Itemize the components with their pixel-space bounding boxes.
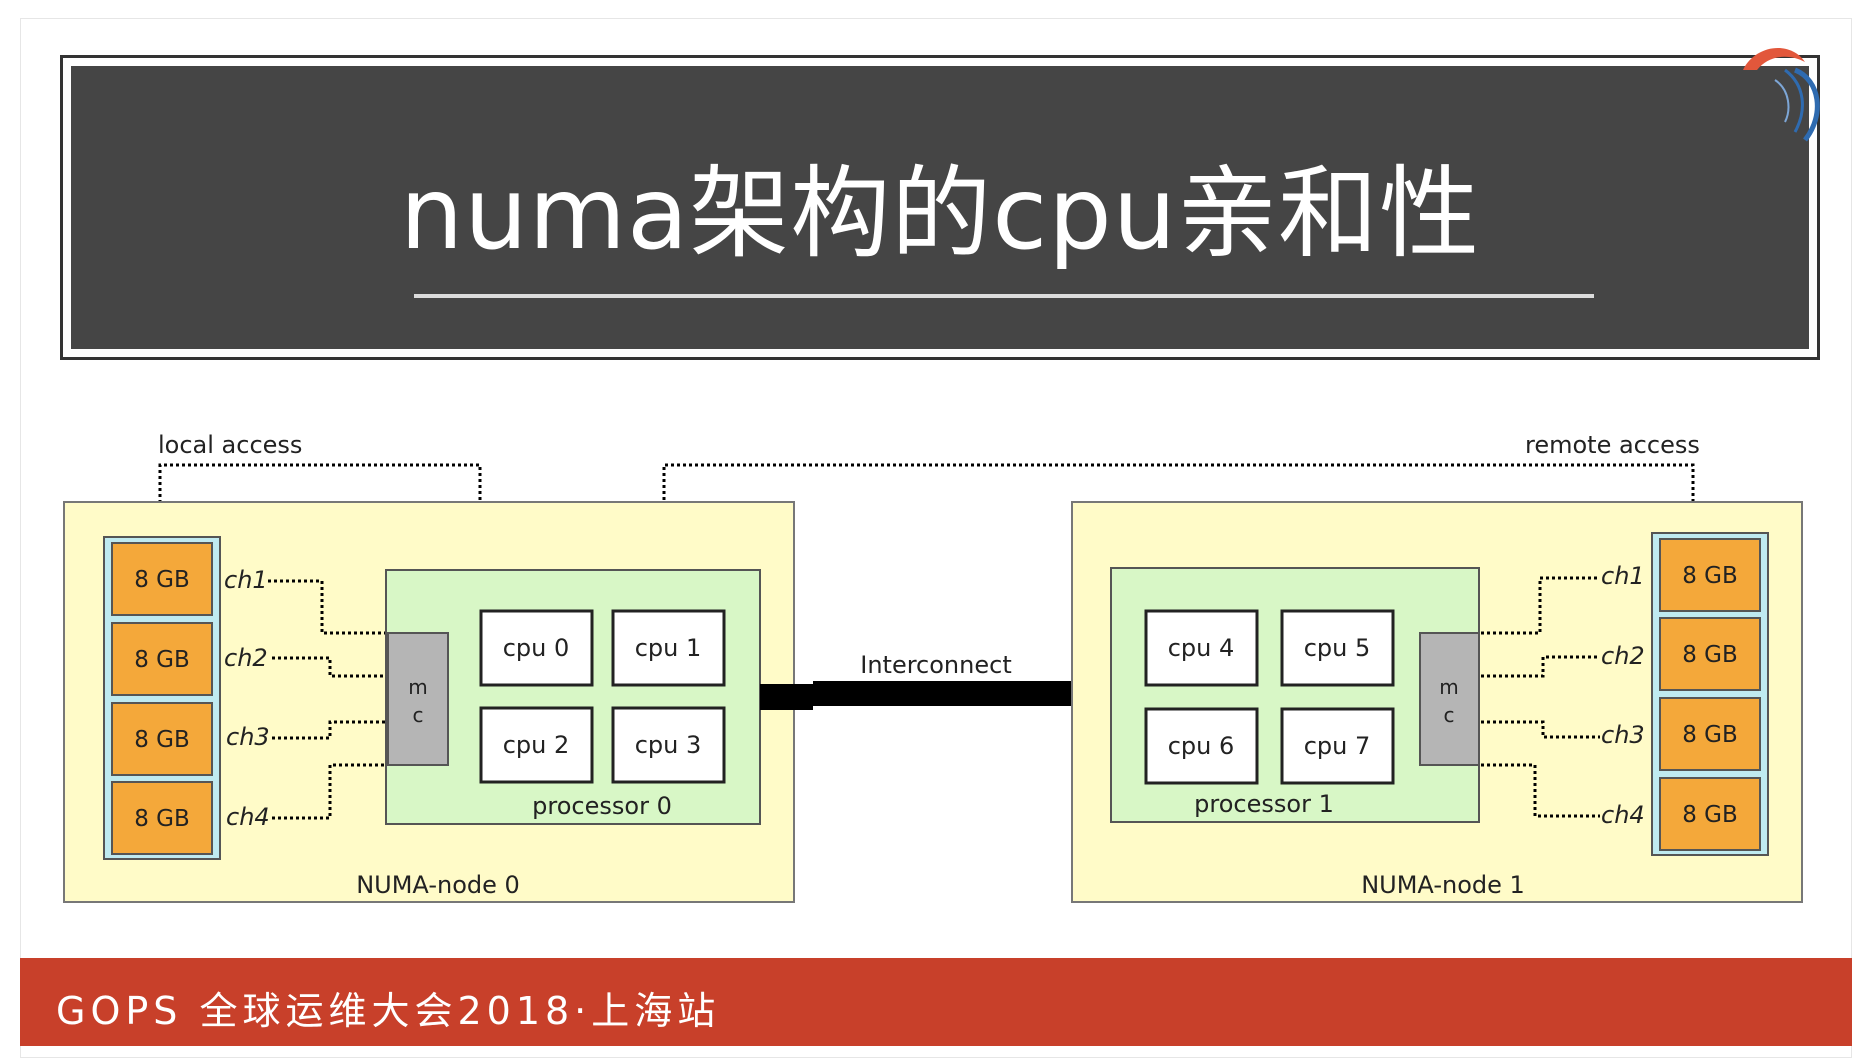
memory-size-label: 8 GB [134,806,190,832]
memory-module [111,542,213,616]
cpu-core [1280,707,1395,785]
cpu-core [611,609,726,687]
memory-controller-label: m [1439,675,1458,699]
memory-module [111,702,213,776]
memory-size-label: 8 GB [1682,722,1738,748]
slide-title: numa架构的cpu亲和性 [399,155,1481,272]
processor-1-label: processor 1 [1194,790,1334,818]
interconnect-label: Interconnect [860,651,1011,679]
memory-controller-label: c [1444,703,1455,727]
memory-size-label: 8 GB [1682,563,1738,589]
channel-label: ch1 [1601,562,1645,590]
cpu-label: cpu 3 [635,731,702,759]
numa-node-1-label: NUMA-node 1 [1361,871,1525,899]
title-underline [414,294,1594,298]
title-panel: numa架构的cpu亲和性 [71,66,1809,349]
cpu-core [611,706,726,784]
footer-text: GOPS 全球运维大会2018·上海站 [56,989,721,1033]
memory-size-label: 8 GB [1682,642,1738,668]
memory-module [1659,538,1761,612]
channel-label: ch3 [1601,721,1645,749]
cpu-label: cpu 6 [1168,732,1235,760]
remote-access-label: remote access [1525,431,1700,459]
cpu-label: cpu 1 [635,634,702,662]
memory-size-label: 8 GB [134,647,190,673]
footer-bar: GOPS 全球运维大会2018·上海站 [20,958,1852,1046]
cpu-core [1280,609,1395,687]
numa-node-0-label: NUMA-node 0 [356,871,520,899]
channel-label: ch4 [1601,801,1645,829]
cpu-label: cpu 0 [503,634,570,662]
cpu-core [479,706,594,784]
channel-label: ch2 [1601,642,1645,670]
interconnect-stub [760,684,813,710]
memory-controller-label: m [408,675,427,699]
memory-module [1659,777,1761,851]
channel-label: ch2 [224,644,268,672]
local-access-label: local access [158,431,302,459]
channel-label: ch4 [226,803,270,831]
cpu-label: cpu 4 [1168,634,1235,662]
channel-label: ch3 [226,723,270,751]
cpu-core [479,609,594,687]
interconnect-bar [813,681,1111,706]
memory-controller-label: c [413,703,424,727]
cpu-label: cpu 7 [1304,732,1371,760]
channel-label: ch1 [224,566,268,594]
memory-size-label: 8 GB [134,567,190,593]
memory-module [1659,697,1761,771]
cpu-core [1144,707,1259,785]
cpu-label: cpu 5 [1304,634,1371,662]
channel-wires-node-1 [1481,576,1600,818]
memory-module [111,622,213,696]
cpu-label: cpu 2 [503,731,570,759]
channel-wires-node-0 [268,579,388,820]
cpu-core [1144,609,1259,687]
conference-logo-icon [1743,48,1820,142]
memory-module [1659,617,1761,691]
title-banner: numa架构的cpu亲和性 [60,55,1820,360]
memory-controller-node-0 [387,632,449,766]
memory-controller-node-1 [1419,632,1480,766]
memory-module [111,781,213,855]
processor-0-label: processor 0 [532,792,672,820]
memory-size-label: 8 GB [134,727,190,753]
memory-size-label: 8 GB [1682,802,1738,828]
